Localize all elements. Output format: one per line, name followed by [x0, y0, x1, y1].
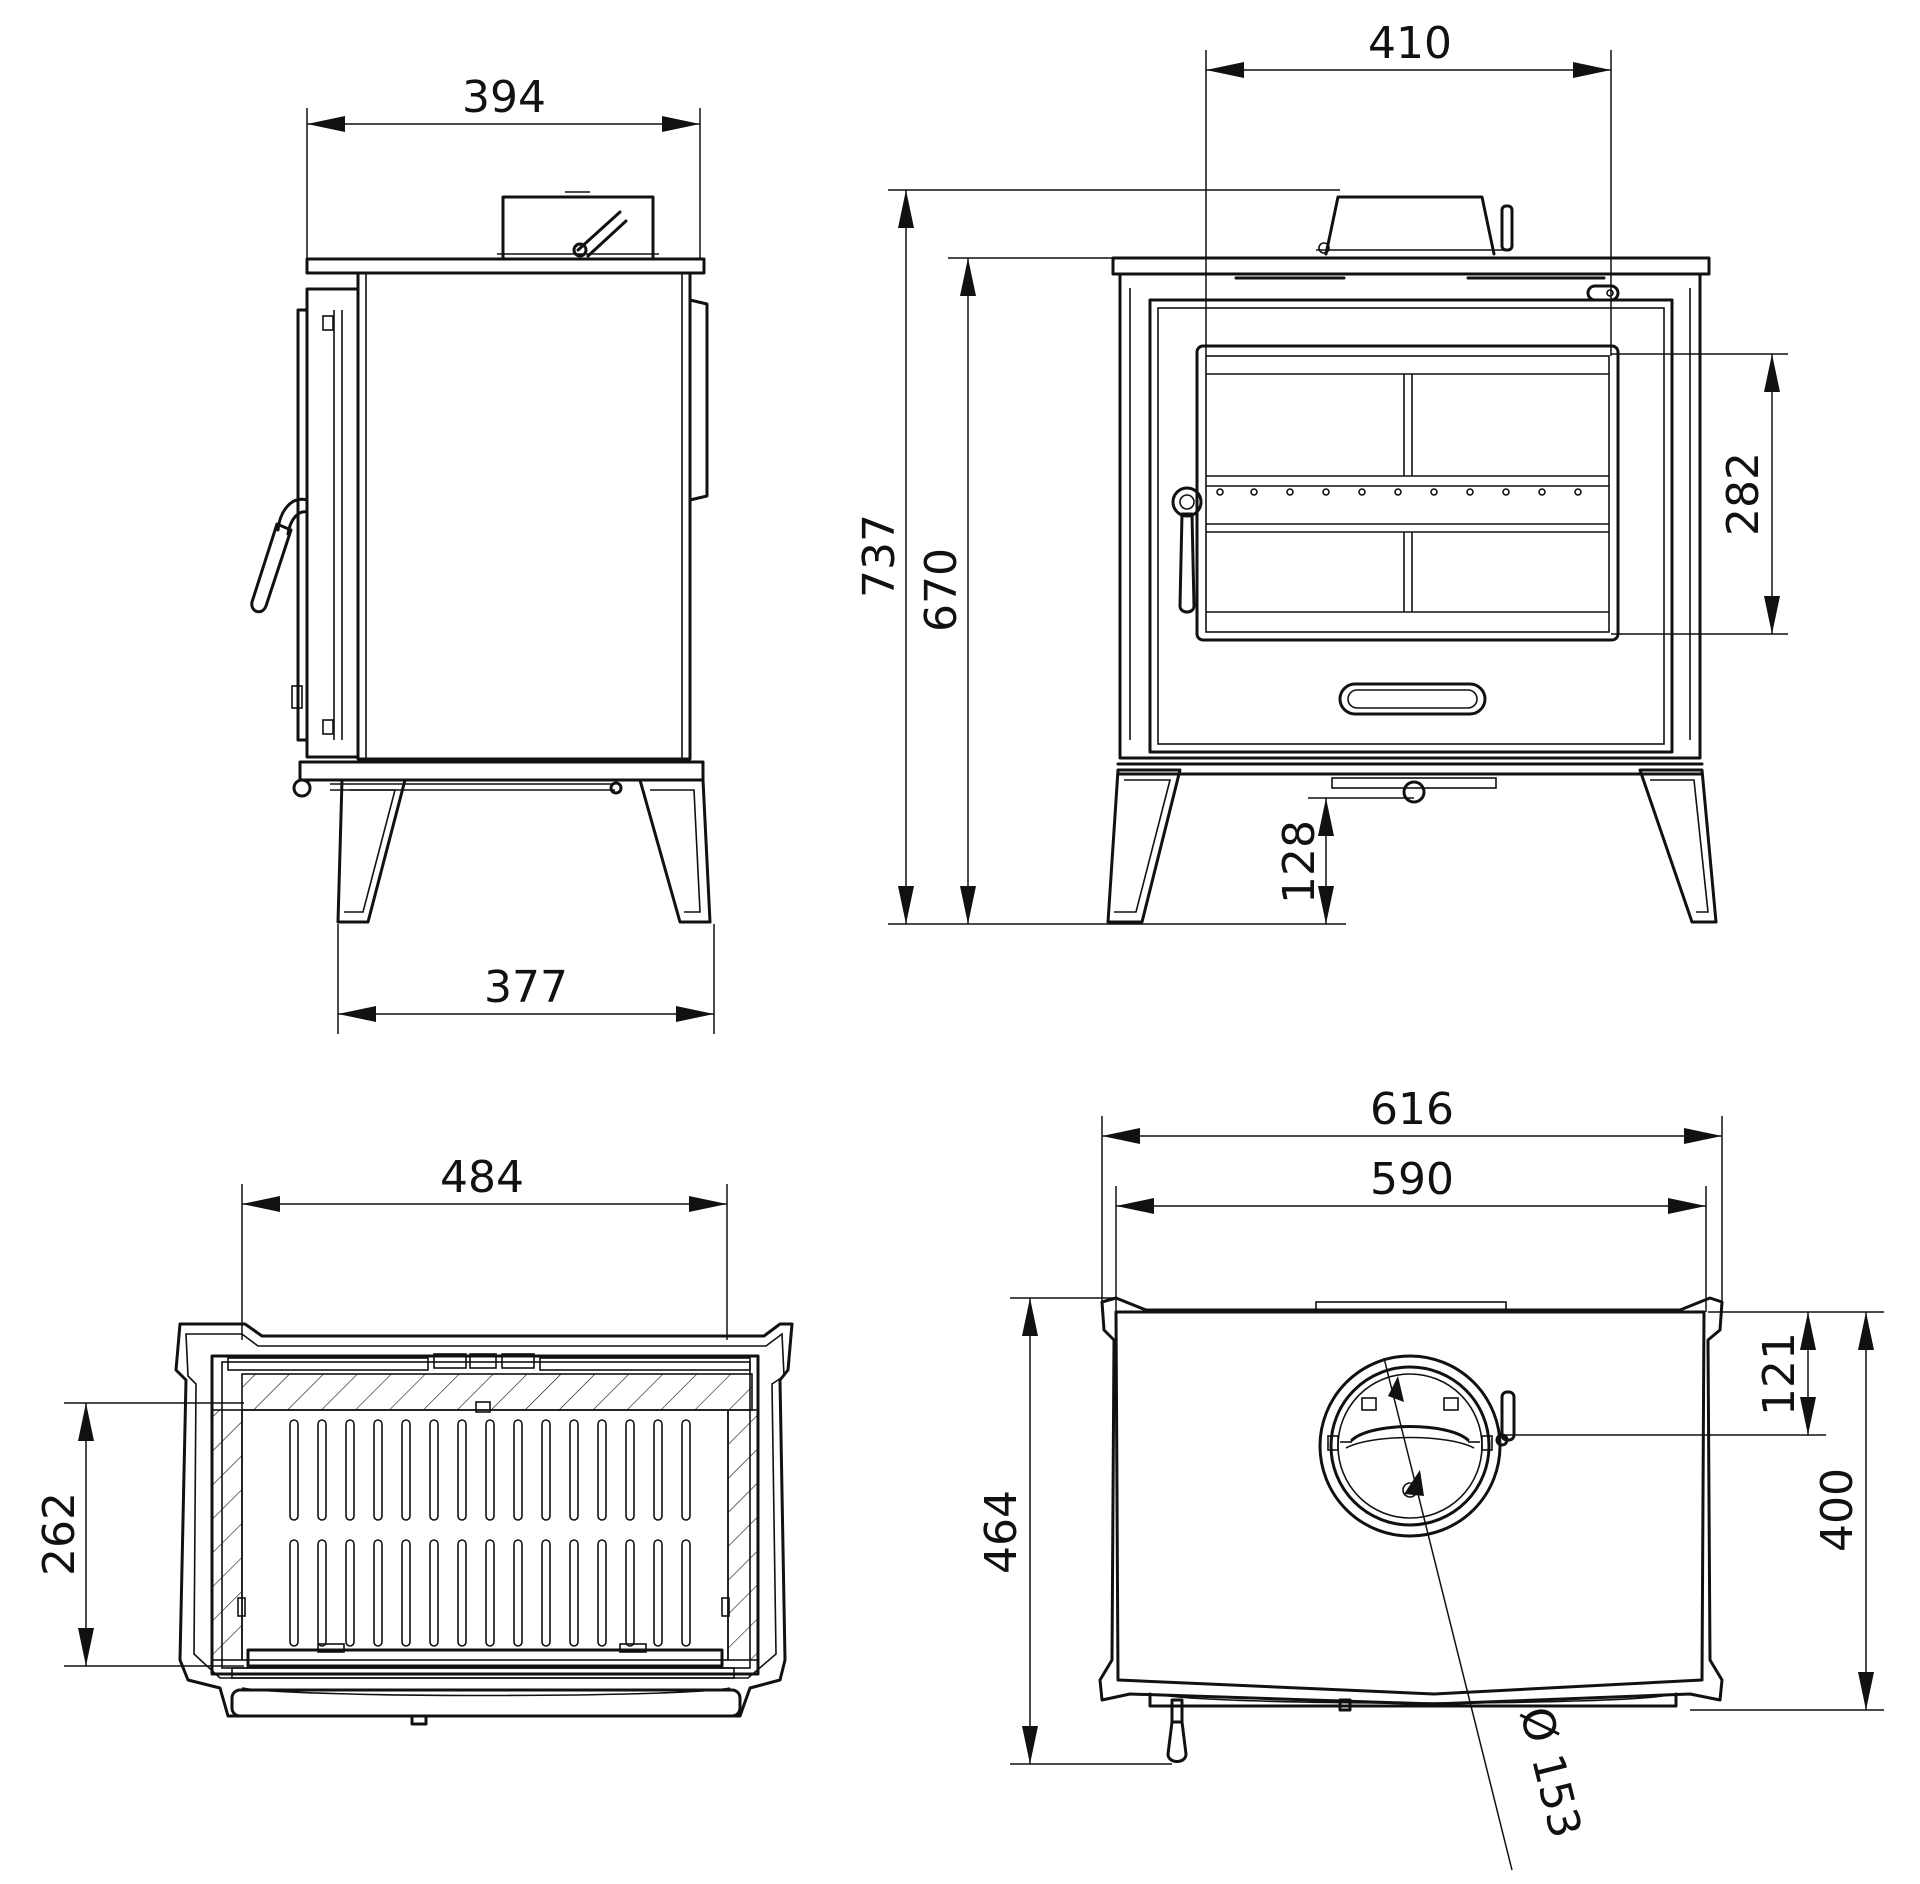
dim-front-window-height: 282 [1718, 452, 1769, 536]
dim-side-leg-width: 377 [484, 962, 568, 1013]
dim-top-total-depth: 464 [976, 1490, 1027, 1574]
door-handle-icon [250, 497, 309, 614]
dim-top-depth: 400 [1812, 1468, 1863, 1552]
airwash-holes [1216, 488, 1582, 496]
dim-front-width: 410 [1368, 18, 1452, 69]
side-view [250, 191, 712, 924]
front-door-handle-icon [1171, 486, 1203, 614]
dim-plan-depth: 262 [34, 1492, 85, 1576]
front-view [1106, 195, 1718, 924]
dim-front-body-height: 670 [916, 548, 967, 632]
top-view [1098, 1296, 1724, 1763]
dim-top-outer-width: 616 [1370, 1084, 1454, 1135]
plan-section-view [174, 1322, 794, 1726]
grate-slots [289, 1419, 691, 1647]
flue-outlet-icon [1318, 1354, 1502, 1538]
plan-view-dimensions: 484 262 [34, 1152, 728, 1667]
dim-plan-inner-width: 484 [440, 1152, 524, 1203]
dim-front-total-height: 737 [854, 514, 905, 598]
dim-front-leg-height: 128 [1274, 820, 1325, 904]
side-view-dimensions: 394 377 [306, 72, 715, 1034]
dim-top-rear-to-flue: 121 [1754, 1332, 1805, 1416]
damper-handle-icon [572, 210, 628, 258]
dim-flue-diameter: Ø 153 [1509, 1702, 1591, 1843]
dim-top-body-width: 590 [1370, 1154, 1454, 1205]
front-view-dimensions: 410 737 670 282 128 [854, 18, 1788, 925]
dim-side-top-width: 394 [462, 72, 546, 123]
